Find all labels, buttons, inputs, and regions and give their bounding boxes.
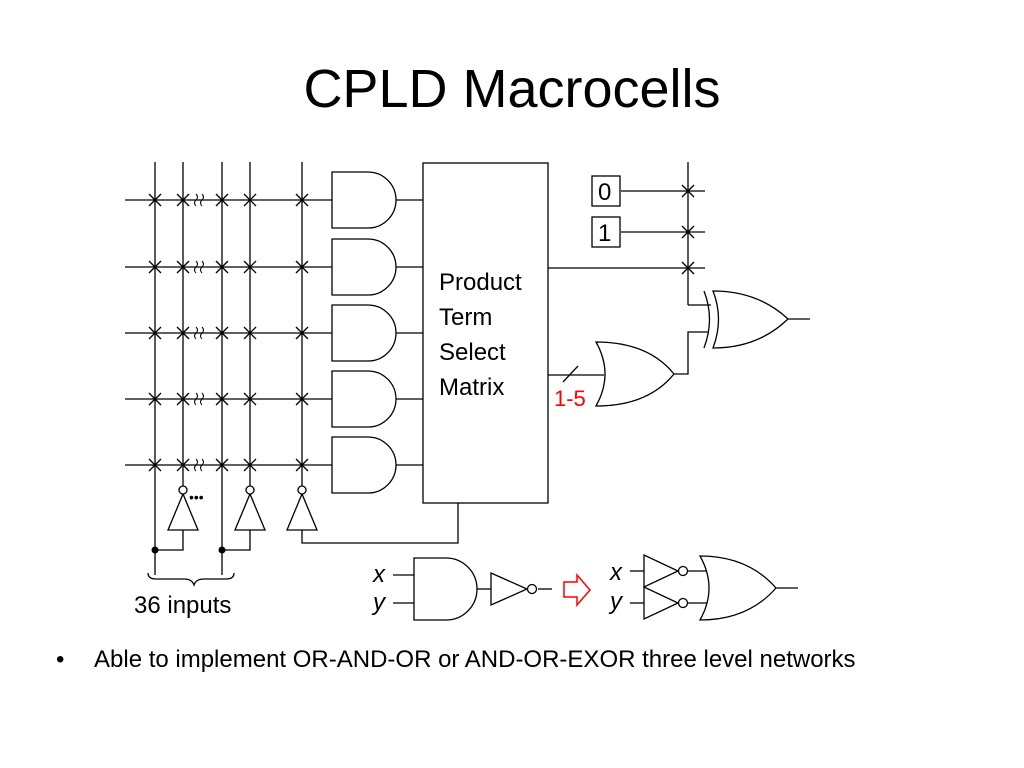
bus-junctions — [151, 546, 226, 554]
crosspoint-mark — [295, 193, 309, 207]
inverter-2-wire — [222, 530, 251, 551]
crosspoint-mark — [148, 392, 162, 406]
demorgan-right-x: x — [609, 559, 623, 586]
inverter-1-wire — [155, 530, 184, 551]
demorgan-left-y: y — [371, 589, 387, 616]
bus-slash — [562, 365, 579, 383]
crosspoint-mark — [295, 392, 309, 406]
matrix-label-line-3: Select — [439, 339, 506, 366]
term-count-label: 1-5 — [554, 386, 586, 411]
input-inverters — [167, 485, 318, 531]
crosspoints — [148, 193, 309, 472]
demorgan-not-gate — [490, 571, 529, 607]
constant-zero-label: 0 — [598, 179, 611, 206]
crosspoint-mark — [243, 193, 257, 207]
bullet-text: Able to implement OR-AND-OR or AND-OR-EX… — [94, 646, 856, 673]
crosspoint-mark — [243, 260, 257, 274]
crosspoint-mark — [176, 193, 190, 207]
and-gate-4 — [331, 370, 397, 428]
crosspoint-mark — [176, 326, 190, 340]
crosspoint-mark — [176, 260, 190, 274]
cpld-macrocell-diagram: Product Term Select Matrix 0 1 1-5 — [125, 162, 810, 621]
crosspoint-mark — [295, 260, 309, 274]
demorgan-inverters — [643, 553, 689, 621]
demorgan-and-gate — [413, 557, 478, 621]
crosspoint-mark — [243, 326, 257, 340]
inverter-2 — [234, 492, 266, 531]
inverter-3 — [286, 492, 318, 531]
break-marks — [194, 193, 204, 472]
crosspoint-mark — [176, 458, 190, 472]
inverter-ellipsis: ••• — [189, 489, 204, 505]
input-columns — [154, 162, 303, 550]
constant-zero-box — [591, 175, 621, 207]
crosspoint-mark — [295, 458, 309, 472]
crosspoint-mark — [176, 392, 190, 406]
product-term-select-matrix — [422, 162, 549, 504]
equivalence-arrow — [563, 572, 591, 608]
crosspoint-mark — [295, 326, 309, 340]
crosspoint-mark — [243, 392, 257, 406]
inputs-brace — [147, 572, 235, 588]
matrix-label-line-2: Term — [439, 304, 492, 331]
constant-one-label: 1 — [598, 220, 611, 247]
crosspoint-mark — [215, 458, 229, 472]
and-gate-1 — [331, 171, 397, 229]
crosspoint-mark — [148, 260, 162, 274]
crosspoint-mark — [148, 193, 162, 207]
crosspoint-mark — [215, 260, 229, 274]
or-gate — [594, 341, 675, 407]
and-gates — [331, 171, 397, 494]
crosspoint-mark — [243, 458, 257, 472]
crosspoint-mark — [215, 326, 229, 340]
demorgan-left-x: x — [372, 561, 386, 588]
and-gate-3 — [331, 304, 397, 362]
matrix-label-line-1: Product — [439, 269, 522, 296]
xor-gate — [703, 290, 789, 349]
constant-one-box — [591, 216, 621, 248]
inverter-1 — [167, 492, 199, 531]
crosspoint-mark — [148, 458, 162, 472]
inputs-label: 36 inputs — [134, 592, 231, 619]
and-gate-2 — [331, 238, 397, 296]
crosspoint-mark — [148, 326, 162, 340]
crosspoint-mark — [215, 193, 229, 207]
matrix-label-line-4: Matrix — [439, 374, 504, 401]
slide-title: CPLD Macrocells — [303, 59, 721, 119]
bullet-mark: • — [56, 646, 65, 673]
input-rows — [125, 199, 340, 466]
demorgan-or-gate — [698, 555, 777, 621]
xor-input-2-wire — [674, 331, 709, 375]
and-gate-5 — [331, 436, 397, 494]
crosspoint-mark — [215, 392, 229, 406]
select-crosspoints — [681, 184, 695, 275]
demorgan-right-y: y — [608, 588, 624, 615]
